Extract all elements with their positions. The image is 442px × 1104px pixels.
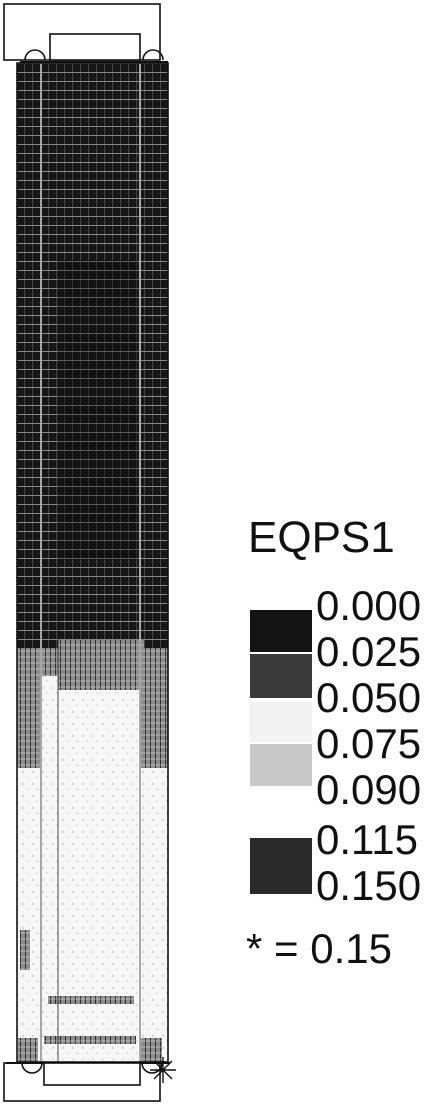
specimen-mesh [16,62,169,1063]
legend-level-6: 0.150 [316,862,422,909]
legend-swatch-075-090 [250,744,312,786]
legend-title: EQPS1 [248,513,395,562]
legend-level-5: 0.115 [316,816,418,863]
legend-swatch-0-025 [250,610,312,652]
bottom-fixture [3,1062,170,1102]
contour-plot [3,3,176,1102]
legend-swatch-050-075 [250,702,312,742]
legend-swatch-025-050 [250,654,312,698]
legend-level-4: 0.090 [316,766,422,813]
legend-level-1: 0.025 [316,628,422,675]
legend-level-2: 0.050 [316,674,422,721]
legend-swatch-115-150 [250,838,312,894]
max-marker-asterisk [150,1057,176,1083]
max-value-note: * = 0.15 [246,925,392,972]
legend-level-3: 0.075 [316,720,422,767]
legend-level-0: 0.000 [316,582,422,629]
top-fixture [3,3,168,63]
